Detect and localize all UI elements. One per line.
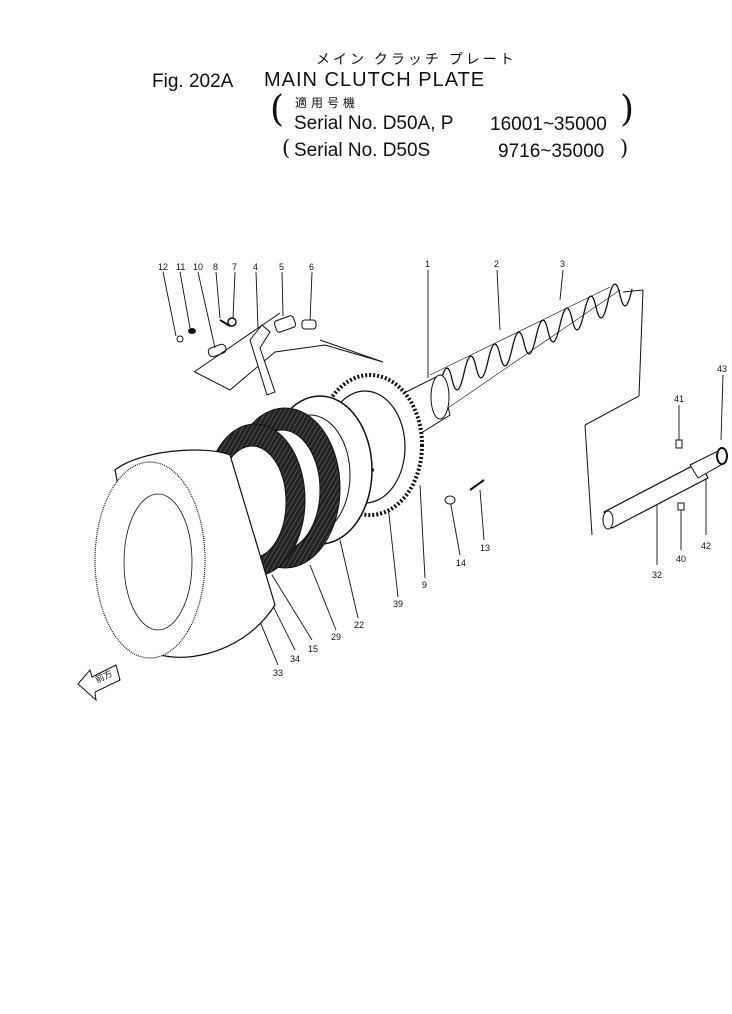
callout-7: 7 <box>232 262 237 272</box>
callout-2: 2 <box>494 259 499 269</box>
callout-12: 12 <box>158 262 168 272</box>
callout-33: 33 <box>273 668 283 678</box>
callout-9: 9 <box>422 580 427 590</box>
callout-11: 11 <box>176 262 185 272</box>
callout-6: 6 <box>309 262 314 272</box>
lever-assembly-parts <box>176 315 317 396</box>
japanese-applicable-label: 適用号機 <box>295 96 360 110</box>
callout-4: 4 <box>253 262 258 272</box>
output-shaft <box>602 439 728 530</box>
figure-number: Fig. 202A <box>152 71 234 92</box>
callout-1: 1 <box>425 259 430 269</box>
callout-8: 8 <box>213 262 218 272</box>
leader-lines <box>162 269 724 666</box>
clutch-drum <box>94 449 276 659</box>
close-paren-2: ) <box>620 136 629 160</box>
serial-line-2: Serial No. D50S <box>294 140 431 161</box>
callout-15: 15 <box>308 644 318 654</box>
serial-range-1: 16001~35000 <box>490 114 607 135</box>
callout-32: 32 <box>652 570 662 580</box>
callout-43: 43 <box>717 364 727 374</box>
front-direction-arrow: 前方 <box>77 664 121 702</box>
serial-line-1: Serial No. D50A, P <box>294 113 454 134</box>
callout-39: 39 <box>393 599 403 609</box>
callout-22: 22 <box>354 620 364 630</box>
callout-13: 13 <box>480 543 490 553</box>
serial-range-2: 9716~35000 <box>498 141 605 162</box>
shaft-box-outline <box>584 289 644 536</box>
callout-3: 3 <box>560 259 565 269</box>
callout-5: 5 <box>279 262 284 272</box>
callout-34: 34 <box>290 654 300 664</box>
close-paren-1: ) <box>620 89 635 130</box>
coil-spring <box>429 283 633 411</box>
callout-29: 29 <box>331 632 341 642</box>
callout-numbers: 12 11 10 8 7 4 5 6 1 2 3 41 43 42 40 32 … <box>158 259 727 678</box>
callout-40: 40 <box>676 554 686 564</box>
bolt-and-washer <box>444 479 485 505</box>
callout-10: 10 <box>193 262 203 272</box>
open-paren-2: ( <box>282 136 291 160</box>
lever-assembly-outline <box>193 312 384 391</box>
figure-title: MAIN CLUTCH PLATE <box>264 69 486 91</box>
callout-42: 42 <box>701 541 711 551</box>
callout-41: 41 <box>674 394 684 404</box>
callout-14: 14 <box>456 558 466 568</box>
open-paren-1: ( <box>270 89 285 130</box>
japanese-title: メイン クラッチ プレート <box>316 51 517 67</box>
